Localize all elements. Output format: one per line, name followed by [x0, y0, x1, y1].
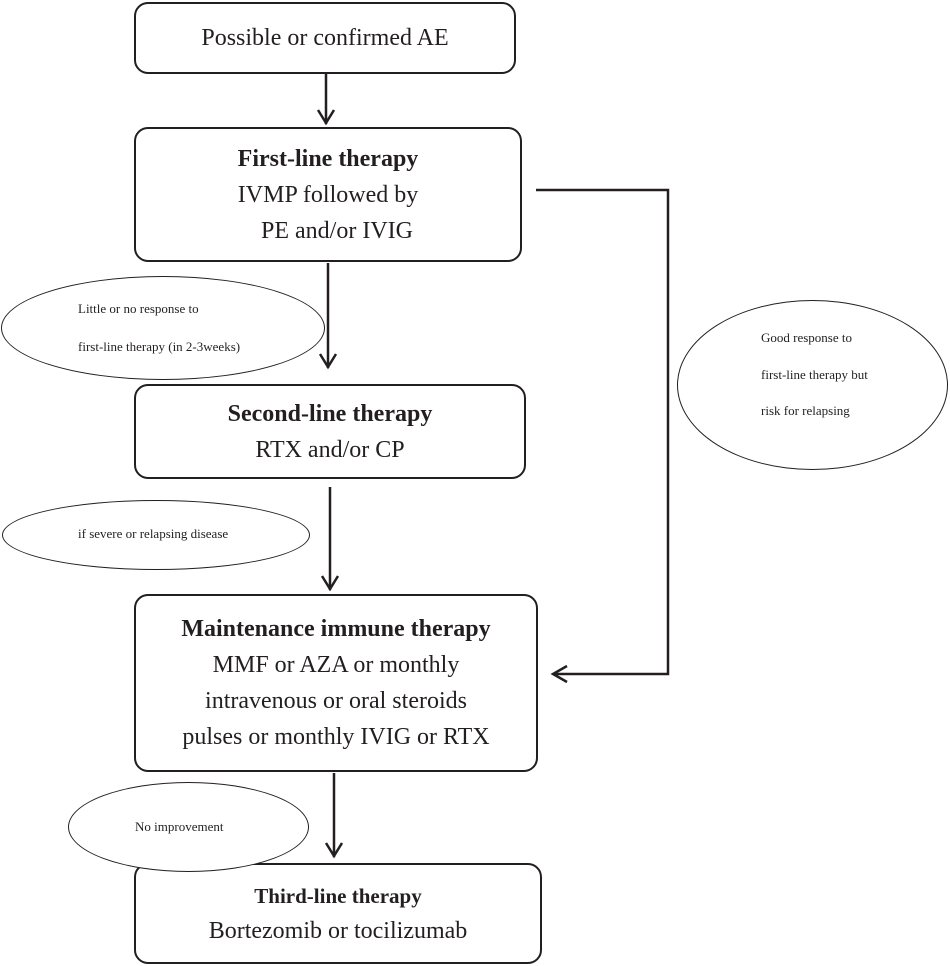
ellipse-no-improvement: No improvement: [68, 782, 309, 872]
box-possible-confirmed-ae: Possible or confirmed AE: [134, 2, 516, 74]
third-line-title: Third-line therapy: [254, 883, 422, 908]
arrowhead-second-line: [318, 353, 338, 370]
ellipse-severe-or-relapsing: if severe or relapsing disease: [2, 500, 310, 570]
no-improvement-line-1: No improvement: [135, 819, 224, 834]
box-start-line: Possible or confirmed AE: [201, 25, 449, 51]
first-line-line-1: IVMP followed by: [237, 181, 419, 208]
ellipse-good-response: Good response to first-line therapy but …: [677, 300, 948, 470]
box-second-line-therapy: Second-line therapy RTX and/or CP: [134, 384, 526, 479]
second-line-line-1: RTX and/or CP: [255, 436, 405, 463]
arrowhead-maintenance: [320, 575, 340, 592]
box-third-line-therapy: Third-line therapy Bortezomib or tociliz…: [134, 863, 542, 964]
arrow-first-line-to-maintenance: [536, 188, 670, 676]
maintenance-line-2: intravenous or oral steroids: [205, 688, 467, 714]
arrowhead-good-response: [550, 664, 568, 684]
second-line-title: Second-line therapy: [227, 400, 433, 427]
good-response-line-2: first-line therapy but: [761, 367, 868, 382]
box-maintenance-immune-therapy: Maintenance immune therapy MMF or AZA or…: [134, 594, 538, 772]
arrowhead-first-line: [316, 109, 336, 126]
first-line-line-2: PE and/or IVIG: [261, 217, 413, 244]
maintenance-title: Maintenance immune therapy: [181, 616, 491, 642]
little-response-line-1: Little or no response to: [78, 301, 199, 316]
little-response-line-2: first-line therapy (in 2-3weeks): [78, 339, 241, 354]
ellipse-little-or-no-response: Little or no response to first-line ther…: [1, 276, 325, 380]
third-line-line-1: Bortezomib or tocilizumab: [208, 917, 468, 944]
first-line-title: First-line therapy: [237, 145, 419, 172]
good-response-line-3: risk for relapsing: [761, 403, 850, 418]
box-first-line-therapy: First-line therapy IVMP followed by PE a…: [134, 127, 522, 262]
arrowhead-third-line: [324, 842, 344, 859]
maintenance-line-3: pulses or monthly IVIG or RTX: [182, 724, 490, 750]
maintenance-line-1: MMF or AZA or monthly: [212, 652, 460, 678]
severe-line-1: if severe or relapsing disease: [78, 526, 229, 541]
good-response-line-1: Good response to: [761, 330, 852, 345]
